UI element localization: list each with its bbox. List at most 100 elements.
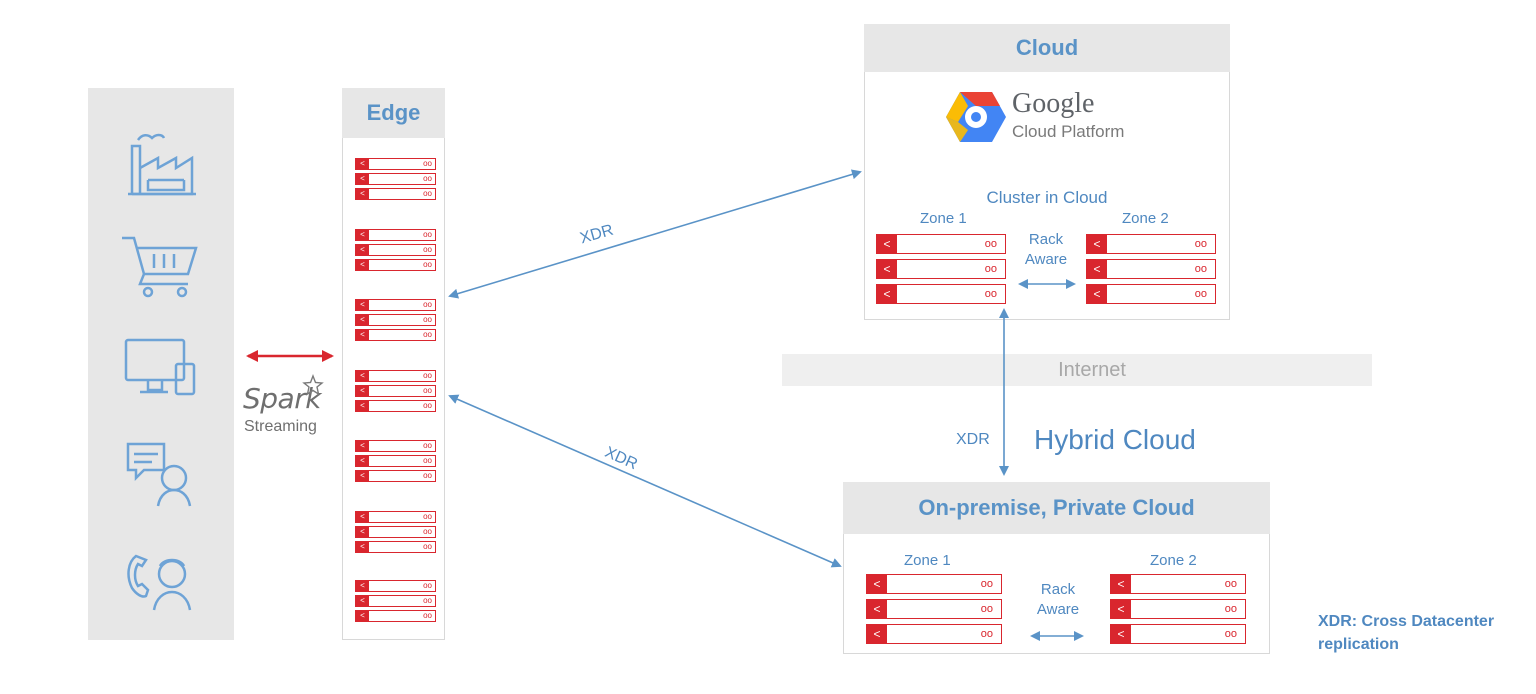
factory-icon xyxy=(128,133,196,196)
server-tag-icon: < xyxy=(356,441,369,451)
gcp-google-text: Google xyxy=(1012,88,1095,119)
edge-onprem-xdr-arrow xyxy=(448,394,842,568)
server-tag-icon: < xyxy=(1087,285,1107,303)
server-unit: < oo xyxy=(355,400,436,412)
server-tag-icon: < xyxy=(877,285,897,303)
server-status-lights: oo xyxy=(423,330,432,339)
server-tag-icon: < xyxy=(356,581,369,591)
server-unit: < oo xyxy=(355,188,436,200)
server-status-lights: oo xyxy=(423,230,432,239)
server-unit: < oo xyxy=(1086,284,1216,304)
call-center-icon xyxy=(127,554,192,611)
server-status-lights: oo xyxy=(984,238,997,250)
server-unit: <oo xyxy=(1110,574,1246,594)
server-status-lights: oo xyxy=(423,596,432,605)
server-status-lights: oo xyxy=(1224,578,1237,590)
server-tag-icon: < xyxy=(877,260,897,278)
server-unit: <oo xyxy=(355,526,436,538)
server-unit: <oo xyxy=(355,244,436,256)
computer-devices-icon xyxy=(124,338,196,396)
server-tag-icon: < xyxy=(356,371,369,381)
xdr-note-line2: replication xyxy=(1318,636,1399,653)
onprem-rack-line1: Rack xyxy=(1040,581,1076,598)
server-unit: <oo xyxy=(355,385,436,397)
server-tag-icon: < xyxy=(877,235,897,253)
server-tag-icon: < xyxy=(1111,600,1131,618)
server-status-lights: oo xyxy=(423,174,432,183)
server-tag-icon: < xyxy=(1087,260,1107,278)
onprem-title: On-premise, Private Cloud xyxy=(843,482,1270,534)
shopping-cart-icon xyxy=(122,236,198,298)
server-unit: < oo xyxy=(355,173,436,185)
chat-support-icon xyxy=(126,442,192,507)
server-unit: < oo xyxy=(355,314,436,326)
server-status-lights: oo xyxy=(1224,628,1237,640)
server-tag-icon: < xyxy=(356,456,369,466)
server-status-lights: oo xyxy=(1194,288,1207,300)
server-tag-icon: < xyxy=(356,315,369,325)
server-tag-icon: < xyxy=(356,189,369,199)
server-tag-icon: < xyxy=(356,230,369,240)
server-unit: < oo xyxy=(866,599,1002,619)
server-unit: < oo xyxy=(355,595,436,607)
server-tag-icon: < xyxy=(356,386,369,396)
server-unit: <oo xyxy=(866,574,1002,594)
server-tag-icon: < xyxy=(356,471,369,481)
onprem-rack-line2: Aware xyxy=(1036,601,1080,618)
server-unit: < oo xyxy=(355,370,436,382)
onprem-rack-aware-label: Rack Aware xyxy=(1028,580,1088,620)
server-status-lights: oo xyxy=(423,189,432,198)
server-status-lights: oo xyxy=(423,581,432,590)
server-tag-icon: < xyxy=(1111,625,1131,643)
server-tag-icon: < xyxy=(356,174,369,184)
server-status-lights: oo xyxy=(423,611,432,620)
server-status-lights: oo xyxy=(423,245,432,254)
server-tag-icon: < xyxy=(867,600,887,618)
cloud-title: Cloud xyxy=(864,24,1230,72)
server-status-lights: oo xyxy=(1194,238,1207,250)
internet-label: Internet xyxy=(1058,359,1126,381)
server-status-lights: oo xyxy=(423,456,432,465)
server-status-lights: oo xyxy=(423,471,432,480)
server-tag-icon: < xyxy=(356,330,369,340)
spark-streaming-label: Streaming xyxy=(244,418,317,435)
cloud-cluster-label: Cluster in Cloud xyxy=(986,188,1108,207)
server-status-lights: oo xyxy=(423,315,432,324)
server-status-lights: oo xyxy=(423,371,432,380)
server-status-lights: oo xyxy=(423,159,432,168)
server-tag-icon: < xyxy=(356,401,369,411)
edge-title: Edge xyxy=(342,88,445,138)
server-unit: < oo xyxy=(1110,599,1246,619)
server-status-lights: oo xyxy=(423,512,432,521)
server-status-lights: oo xyxy=(980,603,993,615)
cloud-onprem-xdr-label: XDR xyxy=(956,431,990,448)
server-unit: <oo xyxy=(1086,234,1216,254)
server-status-lights: oo xyxy=(984,288,997,300)
server-tag-icon: < xyxy=(356,512,369,522)
server-tag-icon: < xyxy=(356,260,369,270)
server-tag-icon: < xyxy=(867,575,887,593)
xdr-legend-note: XDR: Cross Datacenter replication xyxy=(1318,610,1528,656)
server-status-lights: oo xyxy=(980,628,993,640)
cloud-zone1-label: Zone 1 xyxy=(920,210,967,227)
edge-cloud-xdr-arrow xyxy=(448,169,862,299)
server-unit: < oo xyxy=(355,440,436,452)
server-status-lights: oo xyxy=(1224,603,1237,615)
server-status-lights: oo xyxy=(423,441,432,450)
server-unit: <oo xyxy=(355,299,436,311)
server-tag-icon: < xyxy=(356,542,369,552)
server-tag-icon: < xyxy=(867,625,887,643)
server-tag-icon: < xyxy=(356,596,369,606)
server-tag-icon: < xyxy=(356,527,369,537)
server-unit: < oo xyxy=(355,455,436,467)
server-status-lights: oo xyxy=(423,260,432,269)
server-status-lights: oo xyxy=(1194,263,1207,275)
internet-band xyxy=(782,354,1372,386)
server-unit: < oo xyxy=(355,229,436,241)
google-cloud-logo-icon xyxy=(946,92,1006,142)
server-unit: < oo xyxy=(876,234,1006,254)
server-unit: < oo xyxy=(355,580,436,592)
server-status-lights: oo xyxy=(423,542,432,551)
server-tag-icon: < xyxy=(356,300,369,310)
server-status-lights: oo xyxy=(423,401,432,410)
